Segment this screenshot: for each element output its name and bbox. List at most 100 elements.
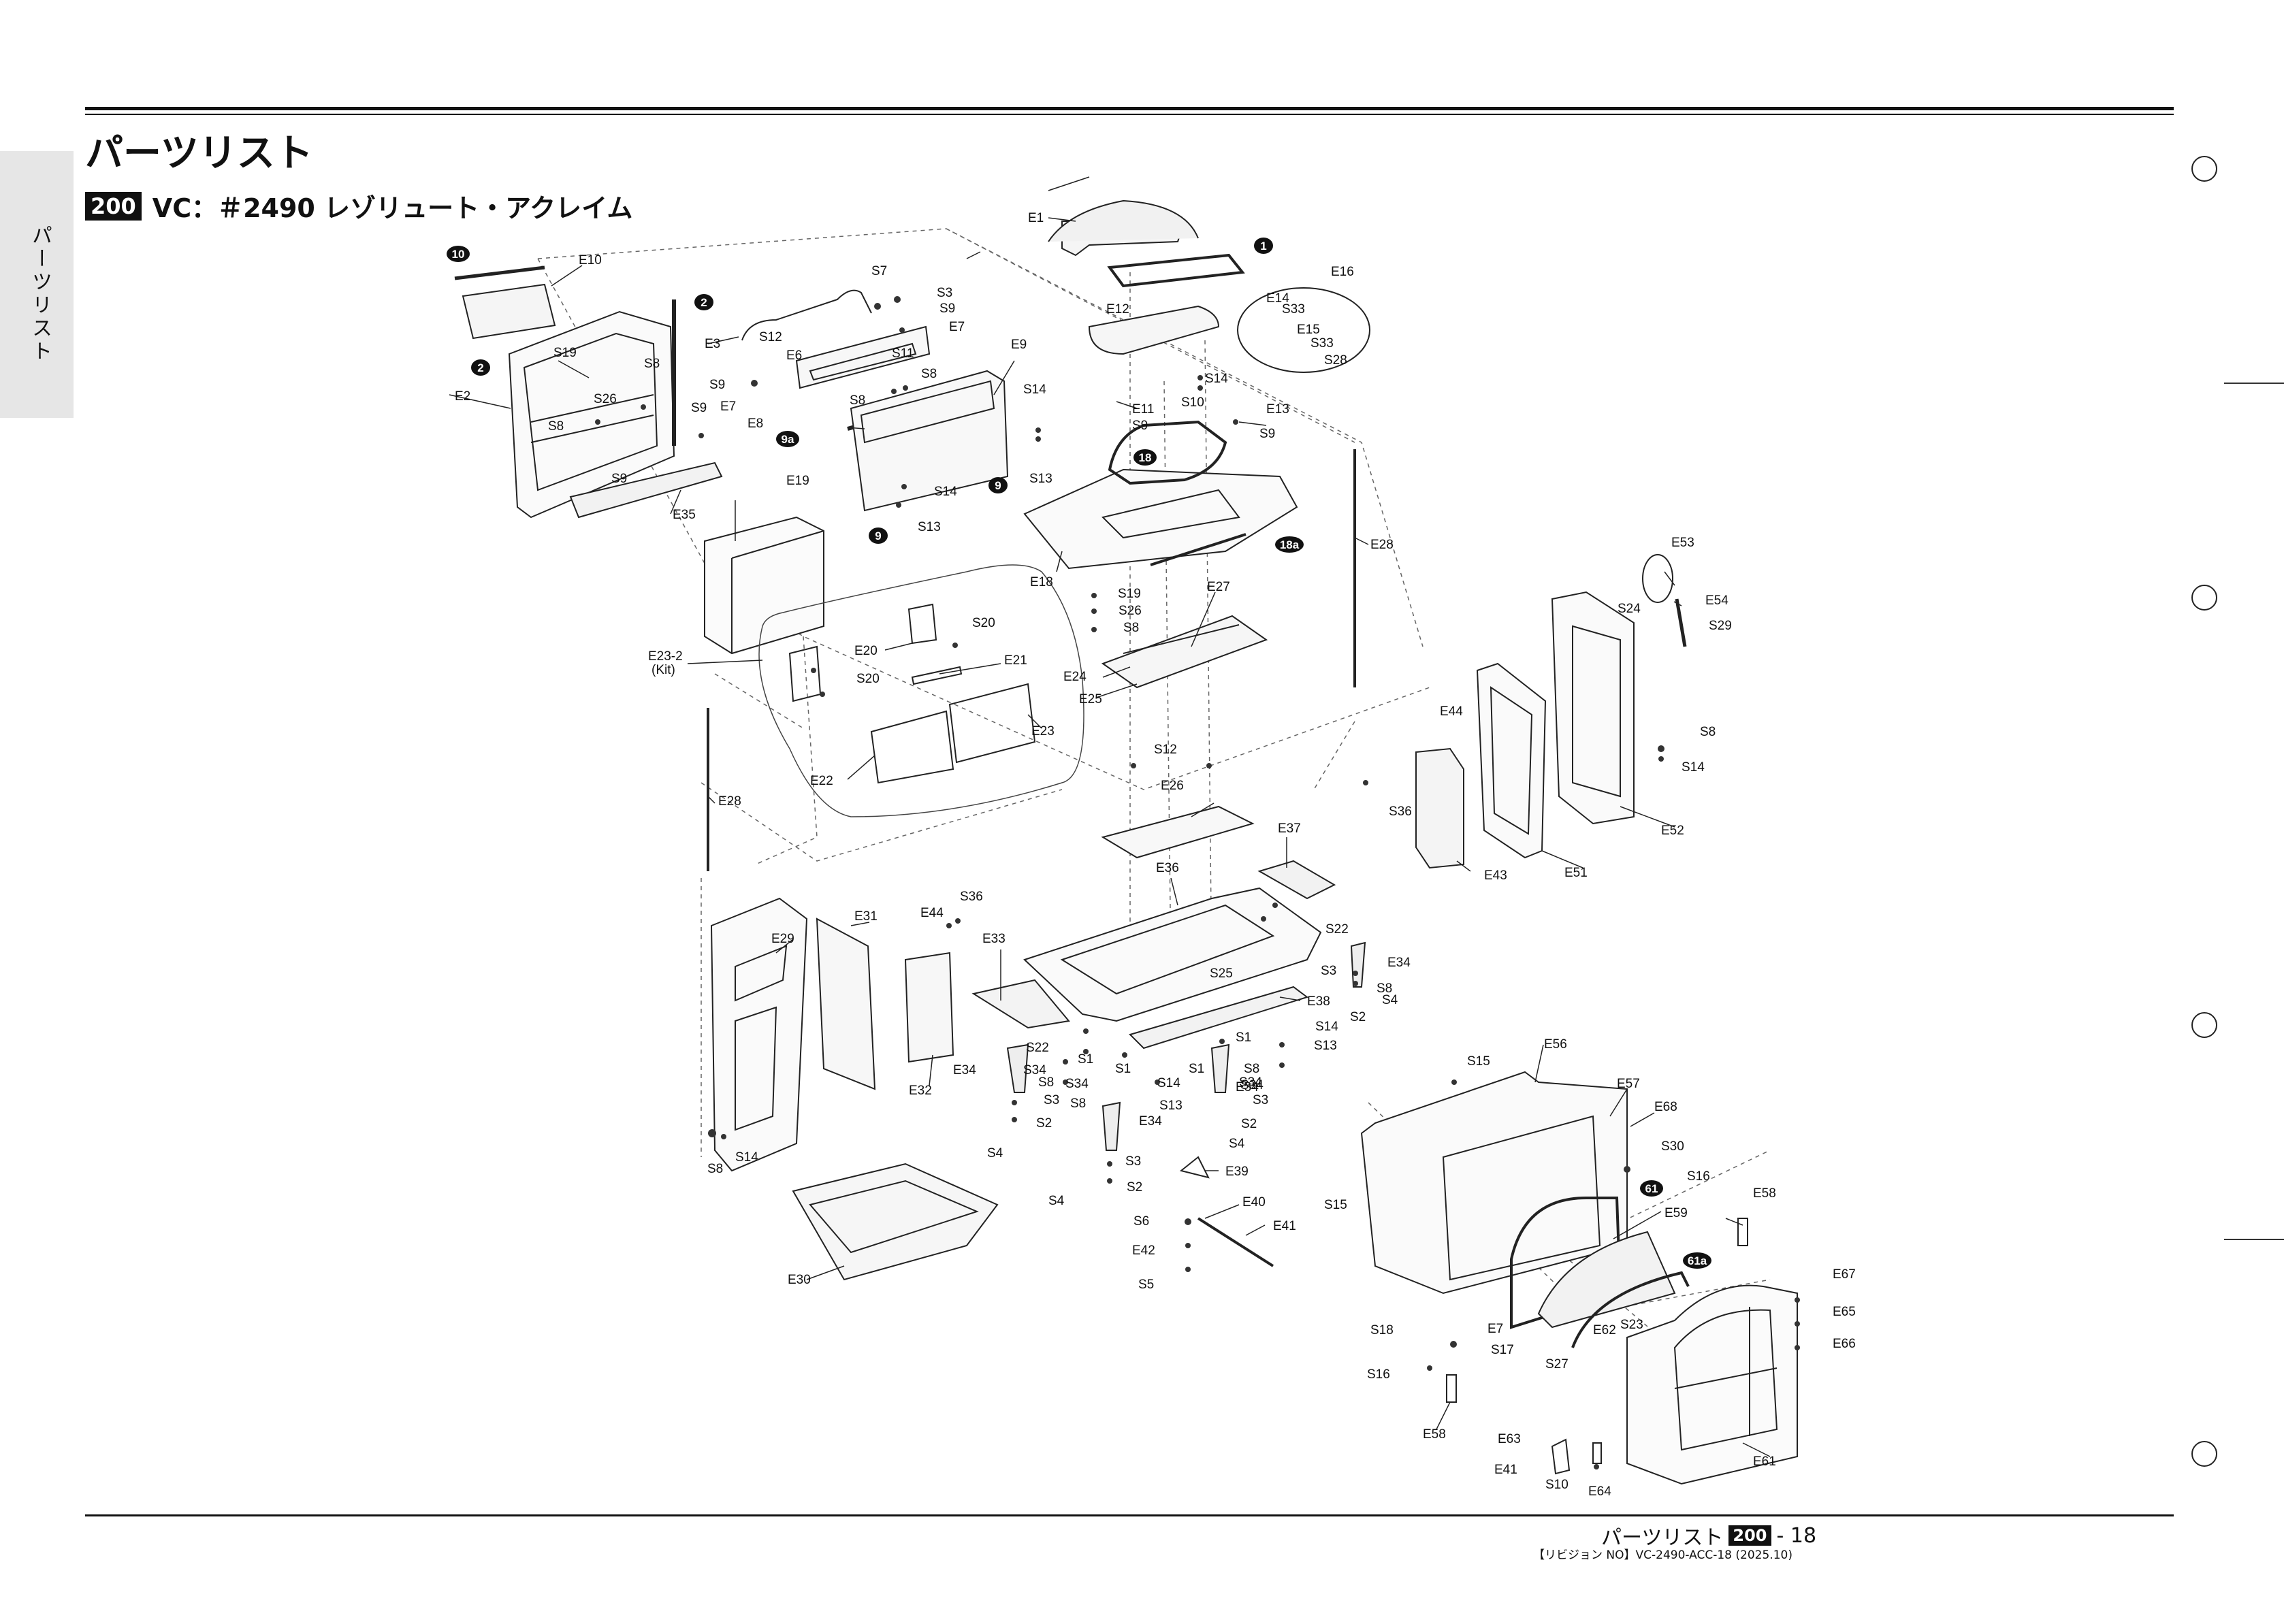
part-label-s8a: S8 xyxy=(644,357,660,371)
part-label-s8h: S8 xyxy=(1070,1097,1086,1111)
part-label-s15a: S15 xyxy=(1467,1054,1490,1069)
part-label-s20b: S20 xyxy=(856,672,880,686)
part-label-e62: E62 xyxy=(1593,1323,1616,1337)
part-label-e63: E63 xyxy=(1498,1432,1521,1446)
circled-callout-label: 10 xyxy=(452,248,465,261)
part-label-e66: E66 xyxy=(1833,1337,1856,1351)
circled-callout-c9a: 9a xyxy=(776,431,799,447)
part-label-s1c: S1 xyxy=(1189,1062,1204,1076)
part-label-s8c: S8 xyxy=(850,393,865,408)
part-label-s34b: S34 xyxy=(1239,1075,1262,1090)
callout-badge-icon xyxy=(776,431,799,447)
side-tab-label: パーツリスト xyxy=(28,225,52,363)
part-label-s9d: S9 xyxy=(1132,419,1148,433)
part-label-e24: E24 xyxy=(1063,670,1087,684)
part-label-s9b: S9 xyxy=(709,378,725,392)
part-label-e23: E23 xyxy=(1031,724,1055,738)
binder-hole-icon xyxy=(2191,585,2217,611)
footer-badge: 200 xyxy=(1728,1525,1771,1546)
part-label-e44a: E44 xyxy=(1440,704,1463,719)
part-label-e43: E43 xyxy=(1484,868,1507,883)
circled-callout-label: 18a xyxy=(1280,538,1300,551)
part-label-e44b: E44 xyxy=(920,906,944,920)
part-label-e19: E19 xyxy=(786,474,809,488)
part-label-s30: S30 xyxy=(1661,1139,1684,1154)
part-label-s19b: S19 xyxy=(1118,587,1141,601)
part-label-s7: S7 xyxy=(871,264,887,278)
part-label-e20: E20 xyxy=(854,644,878,658)
part-label-e32: E32 xyxy=(909,1084,932,1098)
part-label-s9a: S9 xyxy=(939,302,955,316)
page-number: - 18 xyxy=(1776,1523,1817,1548)
part-label-s33b: S33 xyxy=(1310,336,1334,351)
circled-callout-label: 2 xyxy=(701,296,707,309)
part-label-s3d: S3 xyxy=(1125,1154,1141,1169)
part-label-e10: E10 xyxy=(579,253,602,267)
part-label-s8i: S8 xyxy=(707,1162,723,1176)
margin-tick xyxy=(2224,1239,2284,1240)
part-label-e2: E2 xyxy=(455,389,470,404)
part-label-e6: E6 xyxy=(786,348,802,363)
part-label-s8g: S8 xyxy=(1038,1075,1054,1090)
binder-hole-icon xyxy=(2191,1441,2217,1467)
callout-badge-icon xyxy=(1275,536,1304,553)
top-rule-thin xyxy=(85,114,2174,115)
part-label-e27: E27 xyxy=(1207,580,1230,594)
part-label-e12: E12 xyxy=(1106,302,1129,316)
part-label-e68: E68 xyxy=(1654,1100,1677,1114)
part-label-s27: S27 xyxy=(1545,1357,1569,1371)
part-label-s25: S25 xyxy=(1210,967,1233,981)
part-label-s24: S24 xyxy=(1618,602,1641,616)
revision-note: 【リビジョン NO】VC-2490-ACC-18 (2025.10) xyxy=(1533,1548,1792,1562)
part-label-e41b: E41 xyxy=(1494,1463,1517,1477)
part-label-s22b: S22 xyxy=(1325,922,1349,937)
part-label-e8: E8 xyxy=(747,417,763,431)
part-label-s16a: S16 xyxy=(1687,1169,1710,1184)
part-label-s8d: S8 xyxy=(921,367,937,381)
part-label-e33: E33 xyxy=(982,932,1006,946)
part-label-s14a: S14 xyxy=(1023,383,1046,397)
part-label-s28: S28 xyxy=(1324,353,1347,368)
part-label-e13: E13 xyxy=(1266,402,1289,417)
part-label-s11: S11 xyxy=(892,346,914,361)
part-label-e16: E16 xyxy=(1331,265,1354,279)
part-label-e64: E64 xyxy=(1588,1484,1611,1499)
callout-badge-icon xyxy=(988,477,1008,493)
circled-callout-c10: 10 xyxy=(447,246,470,262)
part-label-s2a: S2 xyxy=(1036,1116,1052,1131)
part-label-s18: S18 xyxy=(1370,1323,1394,1337)
part-label-s3a: S3 xyxy=(1321,964,1336,978)
circled-callout-label: 1 xyxy=(1260,240,1266,253)
binder-hole-icon xyxy=(2191,156,2217,182)
part-label-s12a: S12 xyxy=(759,330,782,344)
part-label-s26a: S26 xyxy=(594,392,617,406)
part-label-s13a: S13 xyxy=(918,520,941,534)
part-label-s34c: S34 xyxy=(1065,1077,1089,1091)
part-label-e29: E29 xyxy=(771,932,794,946)
part-label-s36b: S36 xyxy=(1389,805,1412,819)
top-rule xyxy=(85,107,2174,110)
part-label-s15b: S15 xyxy=(1324,1198,1347,1212)
part-label-s10b: S10 xyxy=(1545,1478,1569,1492)
part-label-s8f: S8 xyxy=(1244,1062,1259,1076)
circled-callout-label: 61a xyxy=(1688,1254,1707,1267)
part-label-e34b: E34 xyxy=(953,1063,976,1077)
part-label-s8j: S8 xyxy=(1700,725,1716,739)
part-label-e39: E39 xyxy=(1225,1165,1249,1179)
part-label-e3: E3 xyxy=(705,337,720,351)
part-label-s1d: S1 xyxy=(1236,1030,1251,1045)
part-label-s5: S5 xyxy=(1138,1278,1154,1292)
circled-callout-label: 9 xyxy=(995,479,1001,492)
part-label-s9e: S9 xyxy=(1259,427,1275,441)
part-label-e53: E53 xyxy=(1671,536,1694,550)
circled-callout-label: 61 xyxy=(1645,1182,1658,1195)
part-label-s4d: S4 xyxy=(1048,1194,1065,1208)
circled-callout-c9c: 9 xyxy=(869,527,888,544)
part-label-s13b: S13 xyxy=(1029,472,1052,486)
part-label-s36a: S36 xyxy=(960,890,983,904)
part-label-kit: (Kit) xyxy=(652,663,675,677)
part-label-e42: E42 xyxy=(1132,1244,1155,1258)
callout-badge-icon xyxy=(1640,1180,1663,1197)
part-label-s10a: S10 xyxy=(1181,395,1204,410)
